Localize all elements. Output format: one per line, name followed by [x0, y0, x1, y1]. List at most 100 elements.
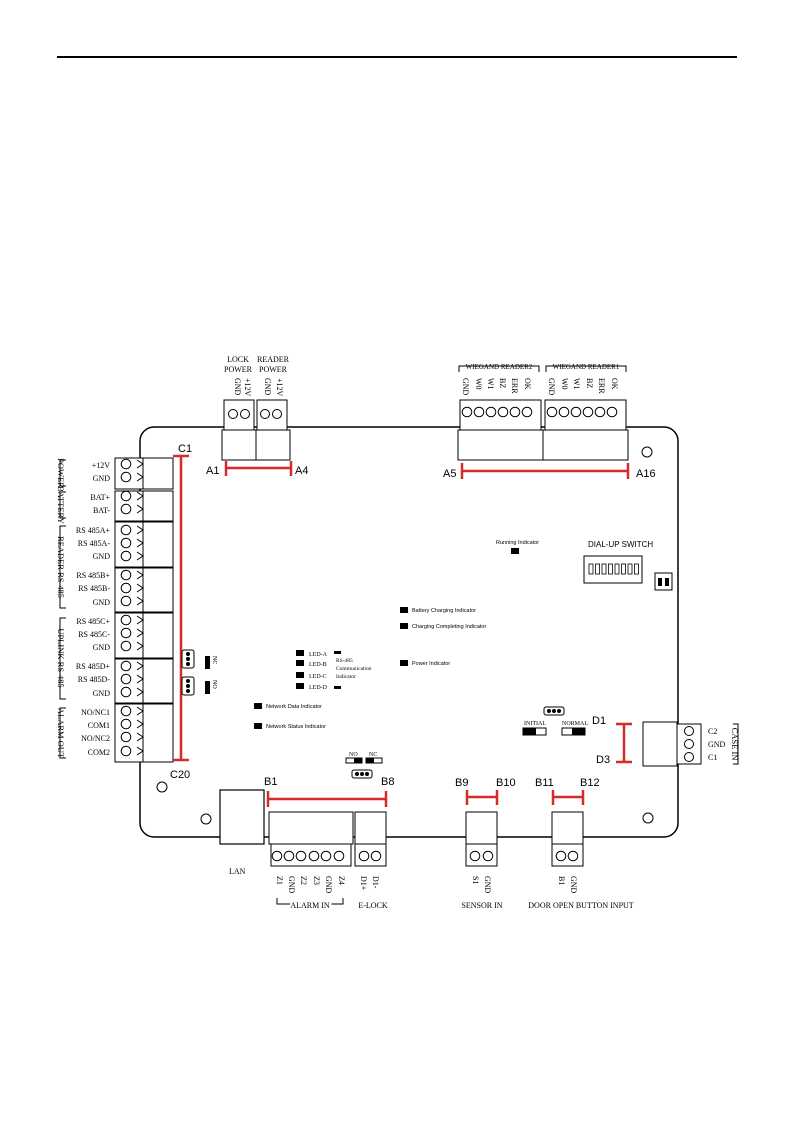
svg-text:BZ: BZ: [498, 378, 507, 388]
svg-text:RS 485B-: RS 485B-: [78, 584, 110, 593]
svg-text:READER RS-485: READER RS-485: [56, 536, 66, 598]
marker-a5-a16: [460, 463, 630, 479]
dial-up-switch: [583, 555, 643, 584]
wiegand1-label: WIEGAND READER1: [553, 363, 620, 371]
left-terminal-socket: [142, 612, 174, 659]
svg-text:GND: GND: [461, 378, 470, 396]
dip-key: [601, 563, 607, 575]
svg-text:S1: S1: [471, 876, 480, 884]
svg-text:LED-C: LED-C: [309, 674, 327, 680]
lan-label: LAN: [229, 867, 246, 876]
svg-text:Network Status Indicator: Network Status Indicator: [266, 724, 326, 730]
terminal-screw: [555, 850, 567, 862]
svg-text:GND: GND: [287, 876, 296, 894]
marker-a16: A16: [636, 468, 656, 480]
terminal-wire-arrow: [136, 628, 144, 638]
svg-text:RS 485C+: RS 485C+: [76, 617, 110, 626]
svg-text:W0: W0: [560, 378, 569, 390]
wiegand2-terminal: [457, 399, 544, 461]
terminal-wire-arrow: [136, 596, 144, 606]
svg-text:COM1: COM1: [88, 721, 110, 730]
svg-text:RS 485B+: RS 485B+: [76, 571, 110, 580]
case-in-bracket: [733, 723, 739, 765]
terminal-screw: [358, 850, 370, 862]
terminal-screw: [120, 524, 132, 536]
terminal-screw: [120, 503, 132, 515]
controller-board: [139, 426, 679, 838]
svg-text:RS-485: RS-485: [336, 658, 353, 664]
terminal-wire-arrow: [136, 641, 144, 651]
network-status-indicator: Network Status Indicator: [254, 723, 326, 730]
alarm-in-label: ALARM IN: [290, 901, 330, 910]
mount-hole: [156, 781, 168, 793]
terminal-wire-arrow: [136, 538, 144, 548]
nc-jumper: [181, 649, 210, 696]
case-pin-labels: C2 GND C1: [708, 727, 726, 762]
terminal-screw: [497, 406, 509, 418]
mount-hole: [641, 446, 653, 458]
terminal-wire-arrow: [136, 732, 144, 742]
svg-text:NC: NC: [369, 752, 377, 758]
svg-text:BAT+: BAT+: [90, 493, 110, 502]
lock-power-terminal: [221, 399, 257, 461]
svg-text:Charging Completing Indicator: Charging Completing Indicator: [412, 624, 486, 630]
reader-power-label: READER: [257, 355, 290, 364]
terminal-wire-arrow: [136, 525, 144, 535]
terminal-screw: [283, 850, 295, 862]
header-rule: [57, 56, 737, 58]
terminal-screw: [120, 660, 132, 672]
svg-text:NO/NC2: NO/NC2: [81, 734, 110, 743]
terminal-screw: [120, 745, 132, 757]
svg-text:Z2: Z2: [299, 876, 308, 885]
svg-text:Network Data Indicator: Network Data Indicator: [266, 704, 322, 710]
left-terminal-blocks: [114, 457, 174, 763]
marker-b8: B8: [381, 776, 394, 788]
terminal-wire-arrow: [136, 661, 144, 671]
svg-text:NO/NC1: NO/NC1: [81, 708, 110, 717]
svg-text:Running Indicator: Running Indicator: [496, 540, 539, 546]
terminal-screw: [482, 850, 494, 862]
terminal-screw: [120, 471, 132, 483]
power-indicator: Power Indicator: [400, 660, 450, 667]
terminal-wire-arrow: [136, 472, 144, 482]
dial-up-switch-label: DIAL-UP SWITCH: [588, 540, 653, 549]
running-indicator: Running Indicator: [496, 540, 539, 554]
mode-jumper: [543, 706, 565, 716]
lan-port: [219, 789, 265, 845]
marker-d1: D1: [592, 715, 606, 727]
marker-d3: D3: [596, 754, 610, 766]
dip-key: [627, 563, 633, 575]
terminal-screw: [271, 850, 283, 862]
svg-text:Power Indicator: Power Indicator: [412, 661, 450, 667]
svg-text:W1: W1: [486, 378, 495, 390]
svg-text:RS 485A+: RS 485A+: [76, 526, 111, 535]
case-connector: [654, 572, 673, 591]
network-data-indicator: Network Data Indicator: [254, 703, 322, 710]
svg-text:GND: GND: [483, 876, 492, 894]
reader-power-label: POWER: [259, 365, 288, 374]
pin-label: GND: [263, 378, 272, 396]
terminal-screw: [594, 406, 606, 418]
wiegand2-label: WIEGAND READER2: [466, 363, 533, 371]
marker-a1-a4: [224, 461, 293, 476]
terminal-wire-arrow: [136, 615, 144, 625]
e-lock-label: E-LOCK: [358, 901, 388, 910]
terminal-wire-arrow: [136, 674, 144, 684]
svg-text:C2: C2: [708, 727, 717, 736]
svg-text:Z3: Z3: [312, 876, 321, 885]
terminal-screw: [120, 550, 132, 562]
terminal-wire-arrow: [136, 706, 144, 716]
marker-b9-b10: [465, 790, 499, 805]
svg-text:NO: NO: [349, 752, 358, 758]
terminal-wire-arrow: [136, 551, 144, 561]
terminal-screw: [120, 537, 132, 549]
svg-text:POWER: POWER: [56, 458, 66, 488]
terminal-screw: [582, 406, 594, 418]
svg-text:RS 485D-: RS 485D-: [78, 675, 111, 684]
svg-text:GND: GND: [708, 740, 726, 749]
terminal-screw: [308, 850, 320, 862]
marker-b11: B11: [535, 777, 554, 789]
sensor-pin-labels: S1 GND: [471, 876, 492, 894]
elock-terminal: [354, 811, 387, 867]
svg-text:Communication: Communication: [336, 666, 372, 672]
